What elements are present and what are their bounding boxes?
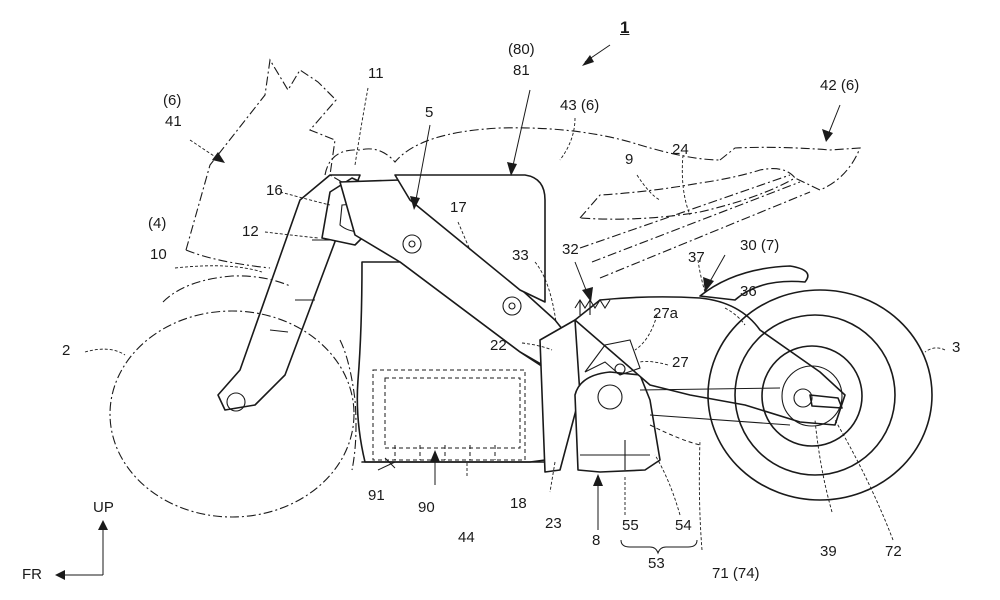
label-4: (4) — [148, 215, 167, 232]
label-43: 43 (6) — [560, 97, 600, 114]
seat — [579, 168, 796, 220]
label-12: 12 — [242, 223, 259, 240]
label-41: 41 — [165, 113, 182, 130]
battery-case — [394, 174, 546, 303]
chain-adjuster — [809, 394, 843, 409]
rear-rim — [734, 314, 896, 476]
subframe-24b — [591, 181, 801, 263]
frame-bolt-2 — [502, 296, 522, 316]
label-80: (80) — [508, 41, 535, 58]
label-8: 8 — [592, 532, 601, 549]
label-37: 37 — [688, 249, 705, 266]
label-81: 81 — [513, 62, 530, 79]
rear-axle — [793, 388, 813, 408]
label-9: 9 — [625, 151, 634, 168]
rear-hub — [761, 345, 863, 447]
tail-cowl — [719, 146, 861, 191]
label-5: 5 — [425, 104, 434, 121]
label-53: 53 — [648, 555, 665, 572]
label-6-front: (6) — [163, 92, 182, 109]
spring-32 — [574, 298, 611, 310]
label-10: 10 — [150, 246, 167, 263]
label-32: 32 — [562, 241, 579, 258]
pivot-plate — [539, 319, 581, 473]
label-2: 2 — [62, 342, 71, 359]
label-91: 91 — [368, 487, 385, 504]
label-18: 18 — [510, 495, 527, 512]
upper-body — [324, 127, 721, 176]
subframe-24 — [579, 174, 791, 249]
label-36: 36 — [740, 283, 757, 300]
front-wheel — [109, 310, 355, 518]
motor-axis — [597, 384, 623, 410]
label-3: 3 — [952, 339, 961, 356]
battery-90 — [372, 369, 526, 461]
under-cowl — [339, 339, 357, 471]
label-27a: 27a — [653, 305, 679, 322]
label-1: 1 — [620, 18, 630, 37]
label-24: 24 — [672, 141, 689, 158]
label-90: 90 — [418, 499, 435, 516]
swing-arm — [574, 296, 846, 426]
drive-chain — [639, 387, 791, 426]
label-71: 71 (74) — [712, 565, 760, 582]
brace-53 — [620, 539, 698, 555]
label-39: 39 — [820, 543, 837, 560]
subframe-24c — [599, 191, 811, 279]
rear-wheel — [707, 289, 933, 501]
label-72: 72 — [885, 543, 902, 560]
lower-body — [356, 261, 566, 463]
motor-unit — [574, 371, 661, 473]
label-42: 42 (6) — [820, 77, 860, 94]
label-23: 23 — [545, 515, 562, 532]
front-fender — [162, 275, 291, 303]
frame-bolt-1 — [402, 234, 422, 254]
label-22: 22 — [490, 337, 507, 354]
label-44: 44 — [458, 529, 475, 546]
label-up: UP — [93, 499, 114, 516]
rear-fender — [699, 265, 809, 301]
label-55: 55 — [622, 517, 639, 534]
label-11: 11 — [368, 65, 384, 82]
label-30: 30 (7) — [740, 237, 780, 254]
label-16: 16 — [266, 182, 283, 199]
label-fr: FR — [22, 566, 42, 583]
front-axle — [226, 392, 246, 412]
label-54: 54 — [675, 517, 692, 534]
front-fork — [217, 174, 361, 411]
label-17: 17 — [450, 199, 467, 216]
cowl-lower — [185, 249, 271, 269]
label-27: 27 — [672, 354, 689, 371]
label-33: 33 — [512, 247, 529, 264]
cushion-bracket — [584, 339, 641, 376]
